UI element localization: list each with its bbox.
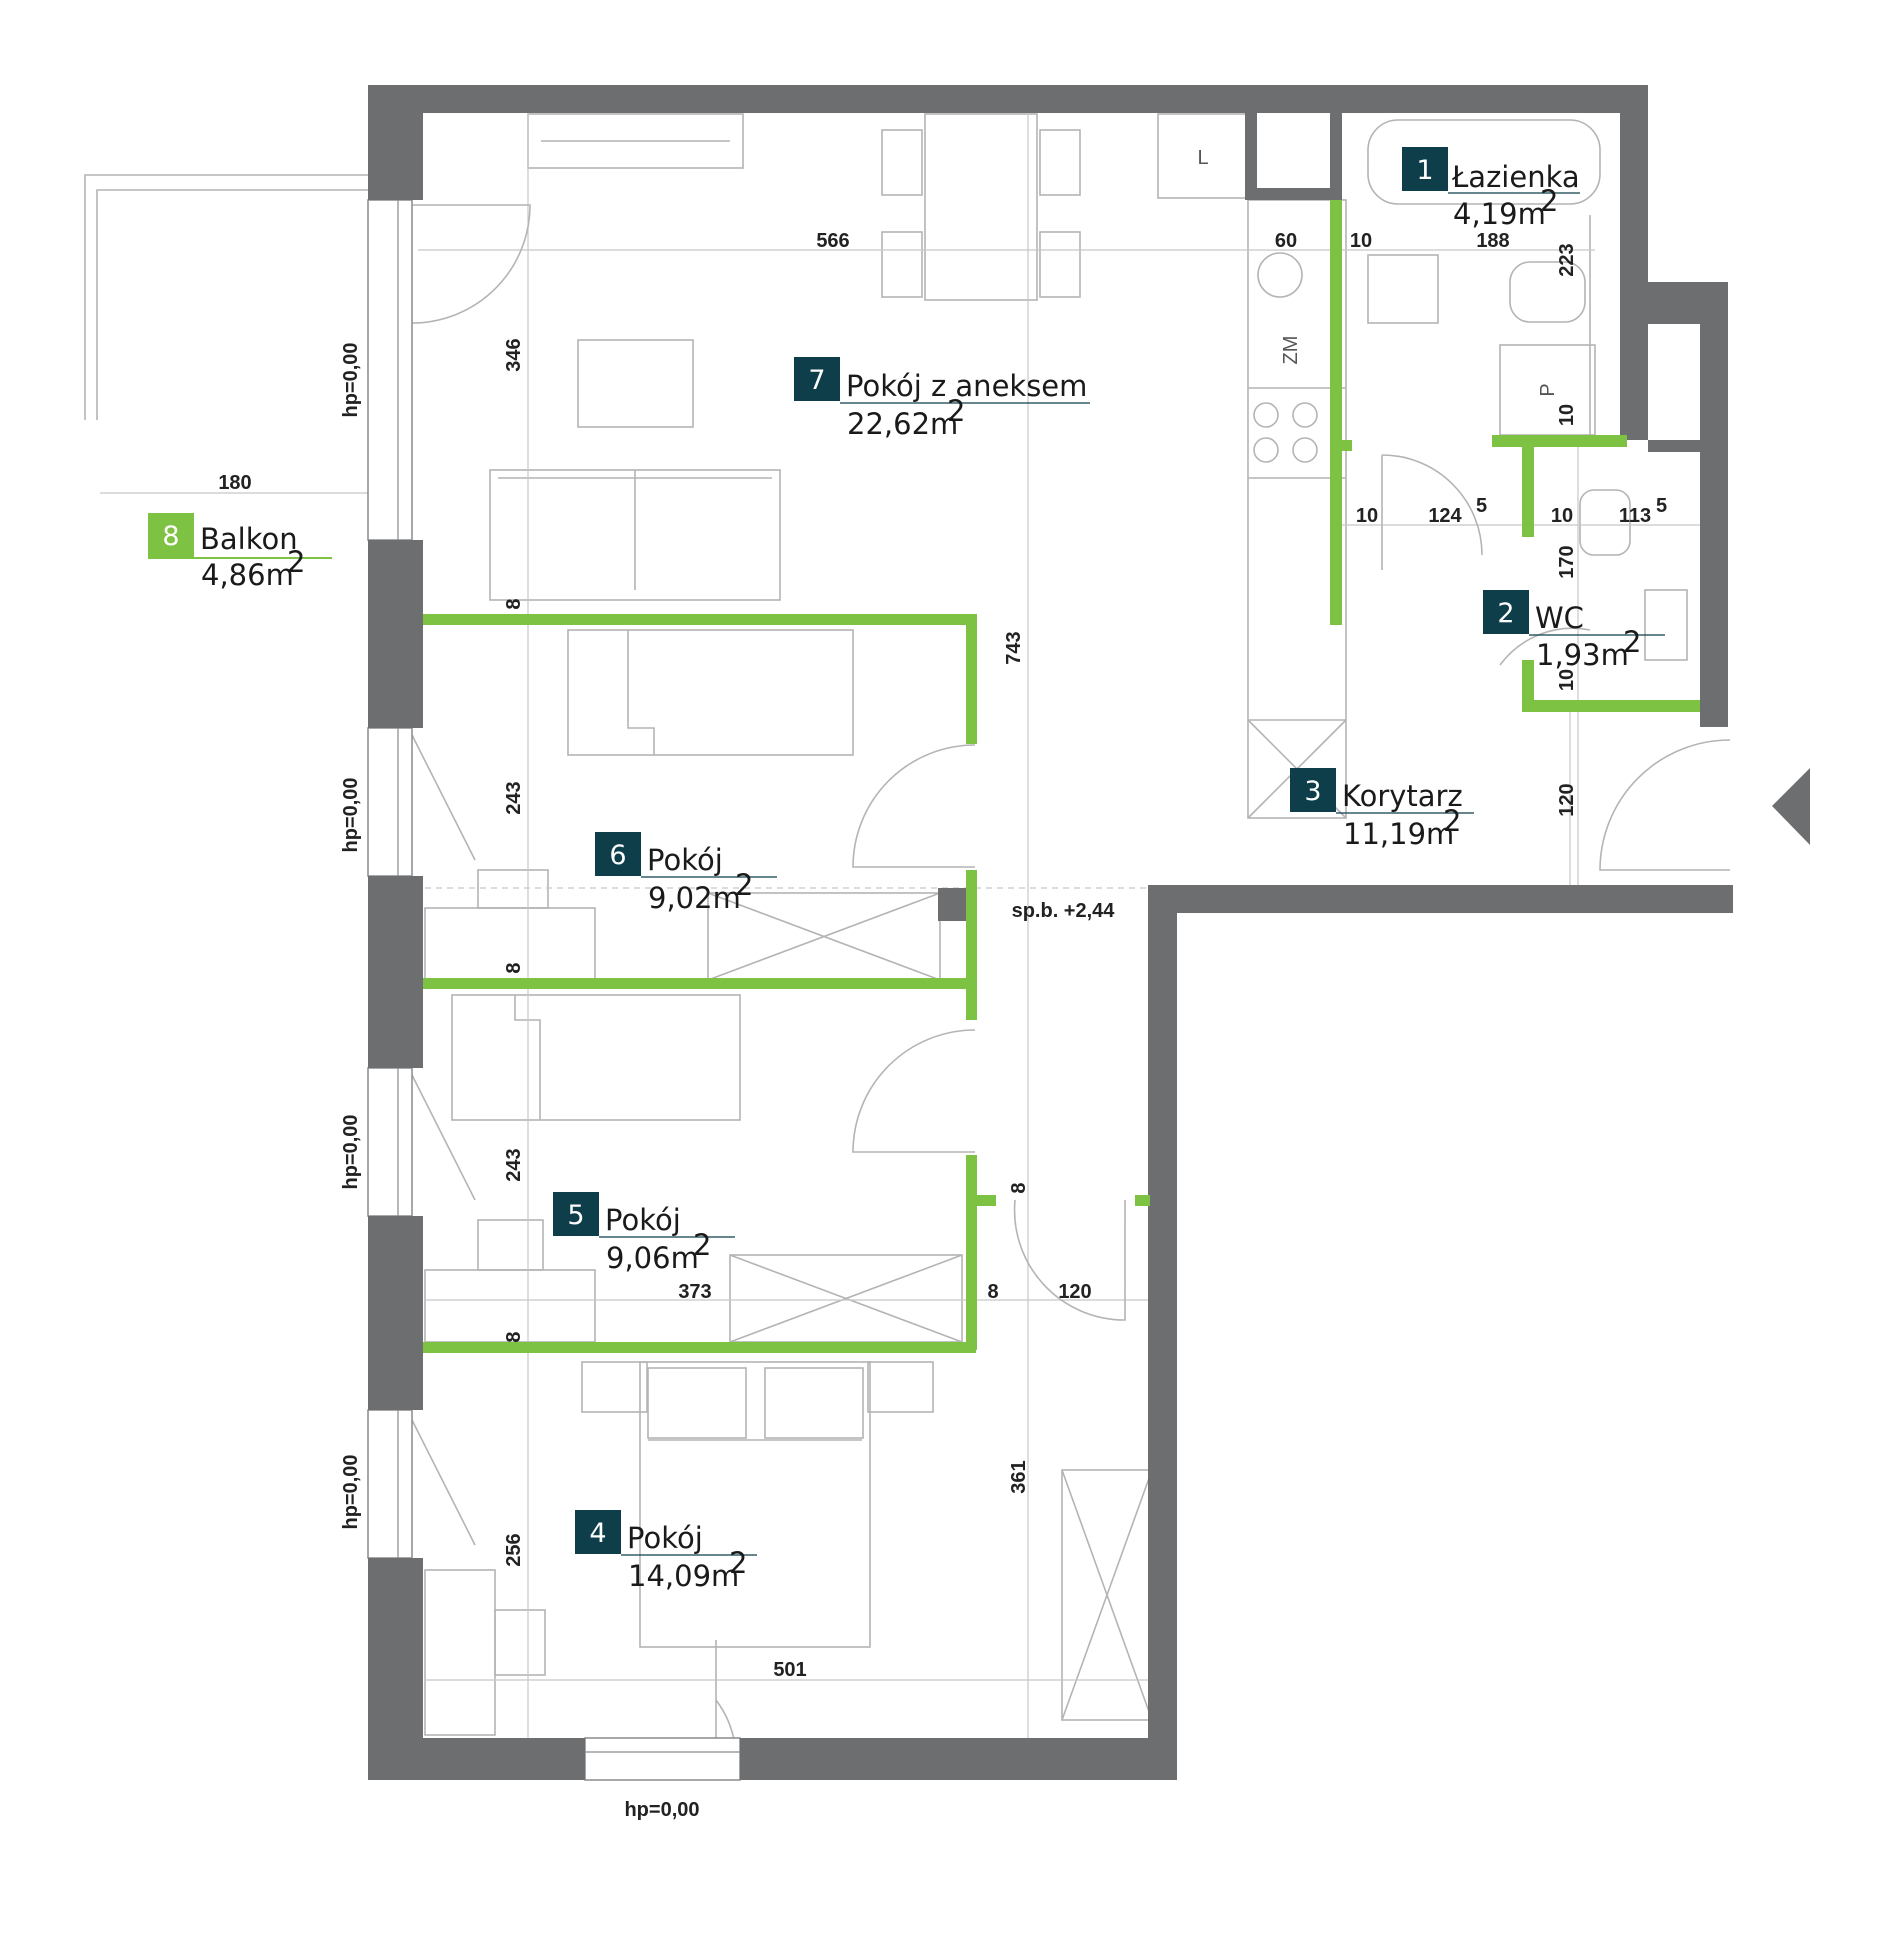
level-hp-5: hp=0,00 <box>624 1799 699 1821</box>
level-labels: hp=0,00 hp=0,00 hp=0,00 hp=0,00 hp=0,00 … <box>340 342 1115 1821</box>
dim-8-a: 8 <box>503 598 525 609</box>
room-area-3: 11,19m <box>1343 817 1454 851</box>
room-area-6: 9,02m <box>648 881 741 915</box>
dim-256: 256 <box>503 1533 525 1566</box>
level-hp-3: hp=0,00 <box>340 1114 362 1189</box>
room-name-2: WC <box>1535 601 1584 635</box>
dim-10-p: 10 <box>1556 404 1578 426</box>
room-area-4: 14,09m <box>628 1559 739 1593</box>
room-name-6: Pokój <box>647 843 723 877</box>
room-number-6: 6 <box>609 840 626 871</box>
dim-566: 566 <box>816 230 849 252</box>
room-badge-4 <box>575 1510 621 1554</box>
dim-223: 223 <box>1556 243 1578 276</box>
dim-124: 124 <box>1428 505 1462 527</box>
room-labels: 1 Łazienka 4,19m 2 2 WC 1,93m 2 3 Koryta… <box>148 147 1665 1593</box>
level-hp-4: hp=0,00 <box>340 1454 362 1529</box>
dim-501: 501 <box>773 1659 806 1681</box>
room-number-2: 2 <box>1497 598 1514 629</box>
room-badge-6 <box>595 832 641 876</box>
room-badge-8 <box>148 513 194 557</box>
level-hp-1: hp=0,00 <box>340 342 362 417</box>
dim-180: 180 <box>218 472 251 494</box>
dim-120-b: 120 <box>1058 1281 1091 1303</box>
room-name-5: Pokój <box>605 1203 681 1237</box>
room-area-sup-4: 2 <box>729 1546 747 1580</box>
room-area-sup-5: 2 <box>693 1228 711 1262</box>
walls <box>368 85 1733 1780</box>
room-name-8: Balkon <box>200 522 298 556</box>
dim-361: 361 <box>1008 1460 1030 1493</box>
dim-8-b: 8 <box>503 962 525 973</box>
room-area-1: 4,19m <box>1453 197 1546 231</box>
room-name-3: Korytarz <box>1342 779 1463 813</box>
entrance-arrow-icon <box>1772 768 1810 845</box>
dim-170: 170 <box>1556 545 1578 578</box>
furniture <box>84 113 1688 1736</box>
dim-120-a: 120 <box>1556 783 1578 816</box>
room-badge-1 <box>1402 147 1448 191</box>
dim-124-sup: 5 <box>1476 495 1487 517</box>
room-area-sup-6: 2 <box>735 868 753 902</box>
dim-8-d: 8 <box>987 1281 998 1303</box>
dimension-labels: 566 60 10 188 223 346 10 180 10 124 5 10… <box>218 230 1667 1681</box>
fixture-label-l: L <box>1197 147 1208 169</box>
room-area-sup-1: 2 <box>1540 184 1558 218</box>
room-number-4: 4 <box>589 1518 606 1549</box>
dim-113: 113 <box>1619 505 1651 527</box>
dim-113-sup: 5 <box>1656 495 1667 517</box>
room-number-8: 8 <box>162 521 179 552</box>
room-name-1: Łazienka <box>1451 160 1580 194</box>
level-spb: sp.b. +2,44 <box>1012 900 1116 922</box>
dim-10-mid: 10 <box>1356 505 1378 527</box>
room-area-sup-8: 2 <box>287 545 305 579</box>
room-area-sup-3: 2 <box>1443 804 1461 838</box>
fixture-label-p: P <box>1537 383 1559 396</box>
room-number-7: 7 <box>808 365 825 396</box>
dim-346: 346 <box>503 338 525 371</box>
room-number-1: 1 <box>1416 155 1433 186</box>
room-area-7: 22,62m <box>847 407 958 441</box>
dim-10-top: 10 <box>1350 230 1372 252</box>
room-badge-5 <box>553 1192 599 1236</box>
door-swings <box>411 204 1731 1746</box>
dim-60: 60 <box>1275 230 1297 252</box>
windows <box>367 199 741 1781</box>
room-area-sup-7: 2 <box>947 394 965 428</box>
room-number-3: 3 <box>1304 776 1321 807</box>
fixture-label-zm: ZM <box>1280 336 1302 365</box>
partition-walls <box>423 200 1700 1353</box>
dim-8-c: 8 <box>1008 1182 1030 1193</box>
room-number-5: 5 <box>567 1200 584 1231</box>
dim-373: 373 <box>678 1281 711 1303</box>
dim-10-wc: 10 <box>1551 505 1573 527</box>
dim-743: 743 <box>1003 631 1025 664</box>
room-area-sup-2: 2 <box>1623 625 1641 659</box>
dim-243-b: 243 <box>503 1148 525 1181</box>
room-badge-7 <box>794 357 840 401</box>
dim-8-e: 8 <box>503 1331 525 1342</box>
room-name-4: Pokój <box>627 1521 703 1555</box>
level-hp-2: hp=0,00 <box>340 777 362 852</box>
room-area-2: 1,93m <box>1536 638 1629 672</box>
room-area-8: 4,86m <box>201 558 294 592</box>
dim-188: 188 <box>1476 230 1509 252</box>
room-name-7: Pokój z aneksem <box>846 369 1087 403</box>
fixture-labels: L ZM P <box>1197 147 1559 397</box>
room-badge-2 <box>1483 590 1529 634</box>
room-badge-3 <box>1290 768 1336 812</box>
dim-10-wc-bottom: 10 <box>1556 669 1578 691</box>
dim-243-a: 243 <box>503 781 525 814</box>
room-area-5: 9,06m <box>606 1241 699 1275</box>
